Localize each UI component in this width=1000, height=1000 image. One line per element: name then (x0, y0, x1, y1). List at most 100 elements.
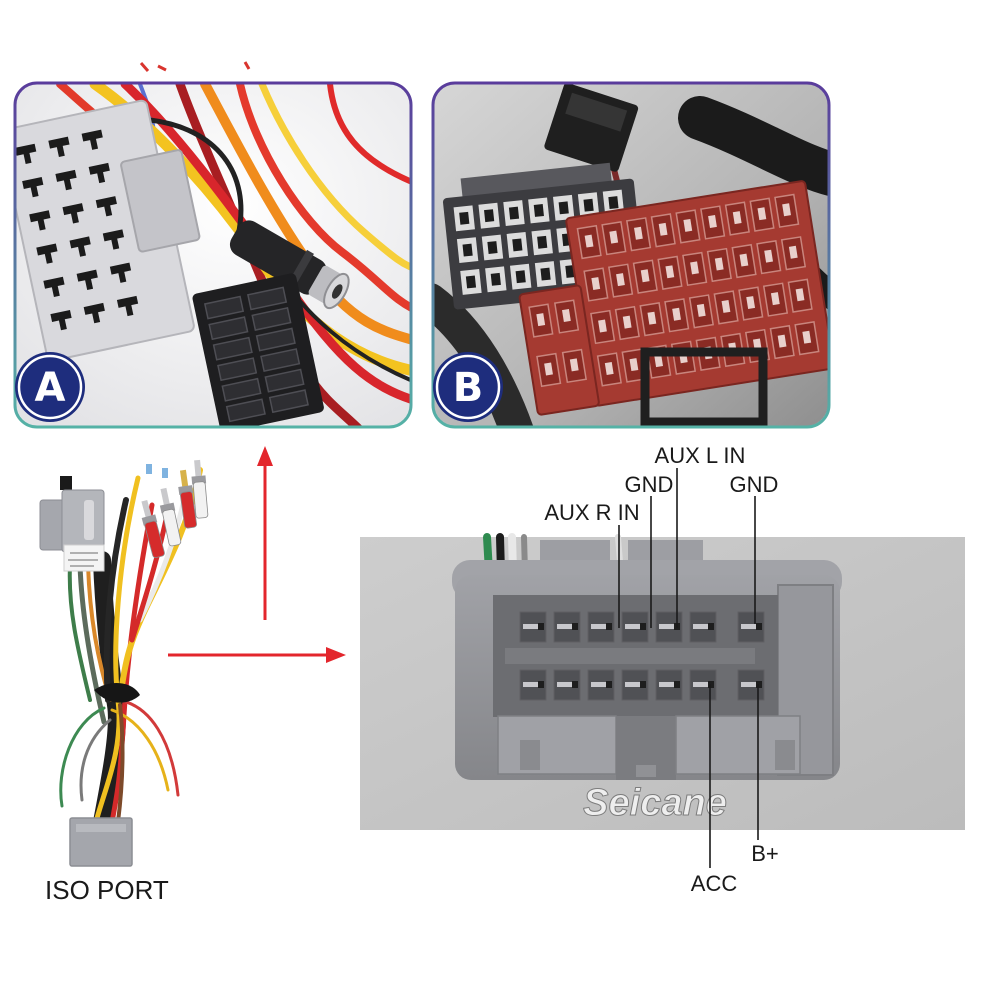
connector-latch (565, 92, 628, 132)
jack-sleeve (308, 265, 342, 304)
harness-wire (116, 703, 125, 824)
aux-l-in-label: AUX L IN (655, 443, 746, 468)
pinout-labels: AUX L IN GND GND AUX R IN B+ ACC (544, 443, 778, 896)
harness-sticker (63, 544, 105, 572)
connector-clip (120, 149, 201, 253)
pin-contact (654, 354, 663, 368)
pin-contact (584, 234, 594, 248)
pin-contact (672, 307, 681, 321)
pin-cavity (251, 307, 292, 331)
pin-cavity (221, 377, 262, 402)
housing-latch-left (497, 715, 617, 775)
arrow-up (257, 446, 273, 620)
pin-contact (782, 203, 791, 217)
pin-slot (62, 203, 84, 224)
badge-ring (17, 354, 83, 420)
jack-hole (331, 284, 343, 299)
rca-tip (160, 487, 171, 507)
pin-hole (583, 198, 594, 212)
aux-r-in-label: AUX R IN (544, 500, 639, 525)
pin-slot (69, 236, 91, 257)
latch-notch (775, 740, 795, 770)
wire-tip (146, 464, 152, 474)
pin-slot (50, 309, 72, 331)
pin-contact (609, 230, 619, 244)
rca-body (180, 491, 197, 529)
pin-hole (515, 270, 526, 284)
pin-tip (572, 623, 578, 630)
iso-port-label: ISO PORT (45, 875, 169, 905)
pin-contact (598, 319, 607, 333)
pin-slot (88, 162, 110, 184)
pin-terminal (523, 624, 541, 629)
black-connector (192, 273, 324, 426)
pin-contact (739, 253, 749, 267)
pin-contact (714, 257, 724, 271)
connector-ridge (460, 162, 613, 203)
b-plus-label: B+ (751, 841, 779, 866)
rca-body (162, 508, 182, 547)
pin-tip (538, 623, 544, 630)
connector-housing-closeup (452, 533, 842, 780)
badge-letter: A (35, 365, 66, 411)
pin-hole (512, 238, 523, 252)
pin-terminal (741, 624, 759, 629)
rca-tip (179, 469, 189, 489)
wire (327, 84, 410, 185)
harness-connector (61, 489, 105, 553)
pin-cavity (203, 295, 245, 320)
rca-plug (178, 469, 197, 529)
pin-slot (43, 276, 65, 298)
pin-cavity (264, 368, 305, 393)
pin-terminal (741, 682, 759, 687)
pin-contact (562, 309, 571, 322)
pin-hole (508, 206, 520, 220)
panel-b-photo (434, 84, 828, 426)
pin-cavity (217, 357, 258, 382)
pin-slot (16, 143, 37, 165)
pin-contact (690, 261, 699, 275)
photo-panel-b: B (431, 81, 831, 429)
pin-terminal (591, 682, 609, 687)
pin-contact (770, 292, 780, 306)
harness-wire (59, 706, 106, 808)
pin-slot (48, 136, 70, 157)
rca-plug (141, 499, 165, 559)
pin-terminal (625, 682, 643, 687)
pin-slot (116, 295, 139, 317)
small-black-connector (544, 84, 639, 172)
wire (147, 117, 244, 239)
pin-terminal (659, 682, 677, 687)
rca-body (192, 481, 209, 519)
red-fragment (157, 64, 167, 72)
panel-a-photo (16, 84, 410, 426)
rca-plug (191, 459, 209, 519)
wire (258, 84, 410, 276)
pin-slot (109, 262, 132, 283)
pin-terminal (693, 682, 711, 687)
row-divider (505, 648, 755, 664)
pin-hole (490, 272, 501, 286)
harness-wire (67, 563, 92, 702)
arrow-head (257, 446, 273, 466)
harness-wire (77, 562, 107, 725)
cable-tie-coil (94, 682, 140, 703)
pin-contact (732, 211, 742, 225)
pin-terminal (557, 624, 575, 629)
badge-a: A (15, 352, 85, 422)
pin-hole (533, 204, 544, 217)
pin-slot (29, 210, 51, 231)
pin-contact (795, 288, 805, 302)
pin-cavity (247, 286, 288, 311)
pin-hole (537, 235, 548, 249)
pin-contact (802, 330, 812, 344)
arrow-head (326, 647, 346, 663)
pin-slot (36, 243, 58, 264)
pin-contact (708, 215, 717, 228)
pin-cavity (260, 348, 301, 373)
gnd-left-label: GND (625, 472, 674, 497)
pin-slot (83, 302, 105, 324)
latch-notch (520, 740, 540, 770)
